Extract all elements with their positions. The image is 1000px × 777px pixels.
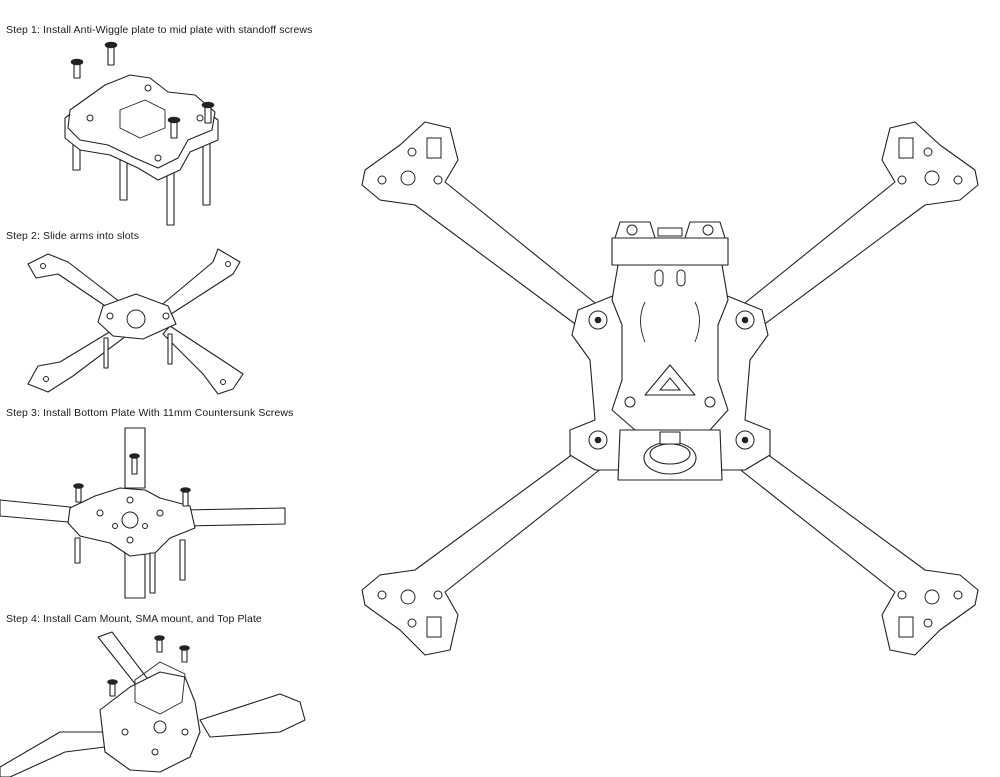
- screw-icon: [107, 635, 190, 697]
- step-2-label: Step 2: Slide arms into slots: [6, 230, 140, 242]
- frame-arms: [0, 427, 286, 599]
- camera-body: [617, 429, 723, 481]
- step-2-illustration: [27, 248, 244, 395]
- step-1-label: Step 1: Install Anti-Wiggle plate to mid…: [6, 24, 313, 36]
- arm-top-right: [729, 121, 979, 336]
- screw-icon: [70, 41, 215, 139]
- screw-icon: [73, 453, 191, 507]
- assembled-frame-illustration: [361, 121, 979, 656]
- step-4-label: Step 4: Install Cam Mount, SMA mount, an…: [6, 613, 262, 625]
- arm-bottom-right: [727, 439, 979, 656]
- camera-mount: [611, 221, 729, 266]
- step-3-illustration: [0, 427, 286, 599]
- step-1-illustration: [64, 41, 219, 226]
- arm-top-left: [361, 121, 611, 336]
- anti-wiggle-plate: [67, 74, 216, 169]
- step-3-label: Step 3: Install Bottom Plate With 11mm C…: [6, 407, 294, 419]
- step-4-illustration: [0, 631, 306, 777]
- top-plate: [99, 671, 201, 773]
- arm-bottom-left: [361, 439, 613, 656]
- cam-mount: [134, 661, 186, 715]
- frame-arms: [0, 631, 306, 777]
